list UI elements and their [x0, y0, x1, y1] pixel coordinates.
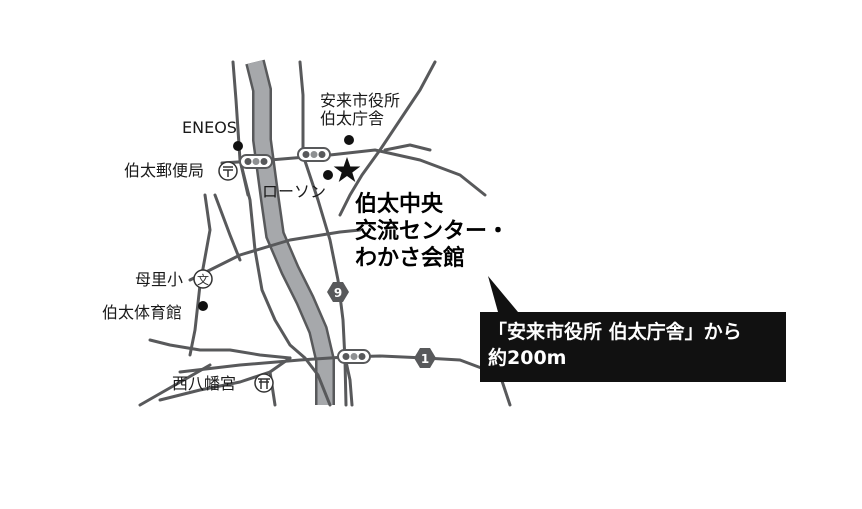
star-marker-icon	[333, 157, 361, 182]
road-west-river	[231, 60, 332, 407]
callout-line2: 約200m	[488, 347, 567, 369]
route-shield-icon: 1	[414, 348, 436, 368]
school-symbol: 文	[197, 272, 209, 287]
school-icon: 文	[193, 269, 213, 289]
route-9-number: 9	[334, 286, 342, 300]
traffic-signal-icon	[337, 349, 371, 364]
traffic-signal-icon	[297, 147, 331, 162]
callout-pointer	[488, 276, 518, 312]
label-eneos: ENEOS	[182, 118, 237, 137]
route-shield-icon: 9	[327, 282, 349, 302]
label-post-office: 伯太郵便局	[124, 161, 205, 180]
poi-dot-icon	[323, 170, 333, 180]
post-office-icon	[218, 161, 238, 181]
road-north-south	[298, 60, 348, 407]
label-lawson: ローソン	[262, 182, 327, 201]
distance-callout: 「安来市役所 伯太庁舎」から 約200m	[480, 312, 786, 382]
shrine-icon	[254, 373, 274, 393]
river-fill	[247, 60, 333, 405]
label-city-office-line1: 安来市役所	[320, 91, 401, 110]
traffic-signal-icon	[239, 154, 273, 169]
poi-dot-icon	[233, 141, 243, 151]
label-city-office-line2: 伯太庁舎	[320, 109, 385, 128]
label-school: 母里小	[135, 270, 184, 289]
label-gym: 伯太体育館	[102, 303, 183, 322]
callout-line1: 「安来市役所 伯太庁舎」から	[488, 321, 742, 343]
destination-title-line2: 交流センター・	[355, 219, 510, 244]
poi-dot-icon	[198, 301, 208, 311]
poi-dot-icon	[344, 135, 354, 145]
destination-title-line1: 伯太中央	[355, 192, 444, 217]
road-east-west-mid	[188, 228, 362, 282]
destination-title-line3: わかさ会館	[355, 246, 466, 271]
label-shrine: 西八幡宮	[172, 374, 237, 393]
route-1-number: 1	[421, 352, 429, 366]
